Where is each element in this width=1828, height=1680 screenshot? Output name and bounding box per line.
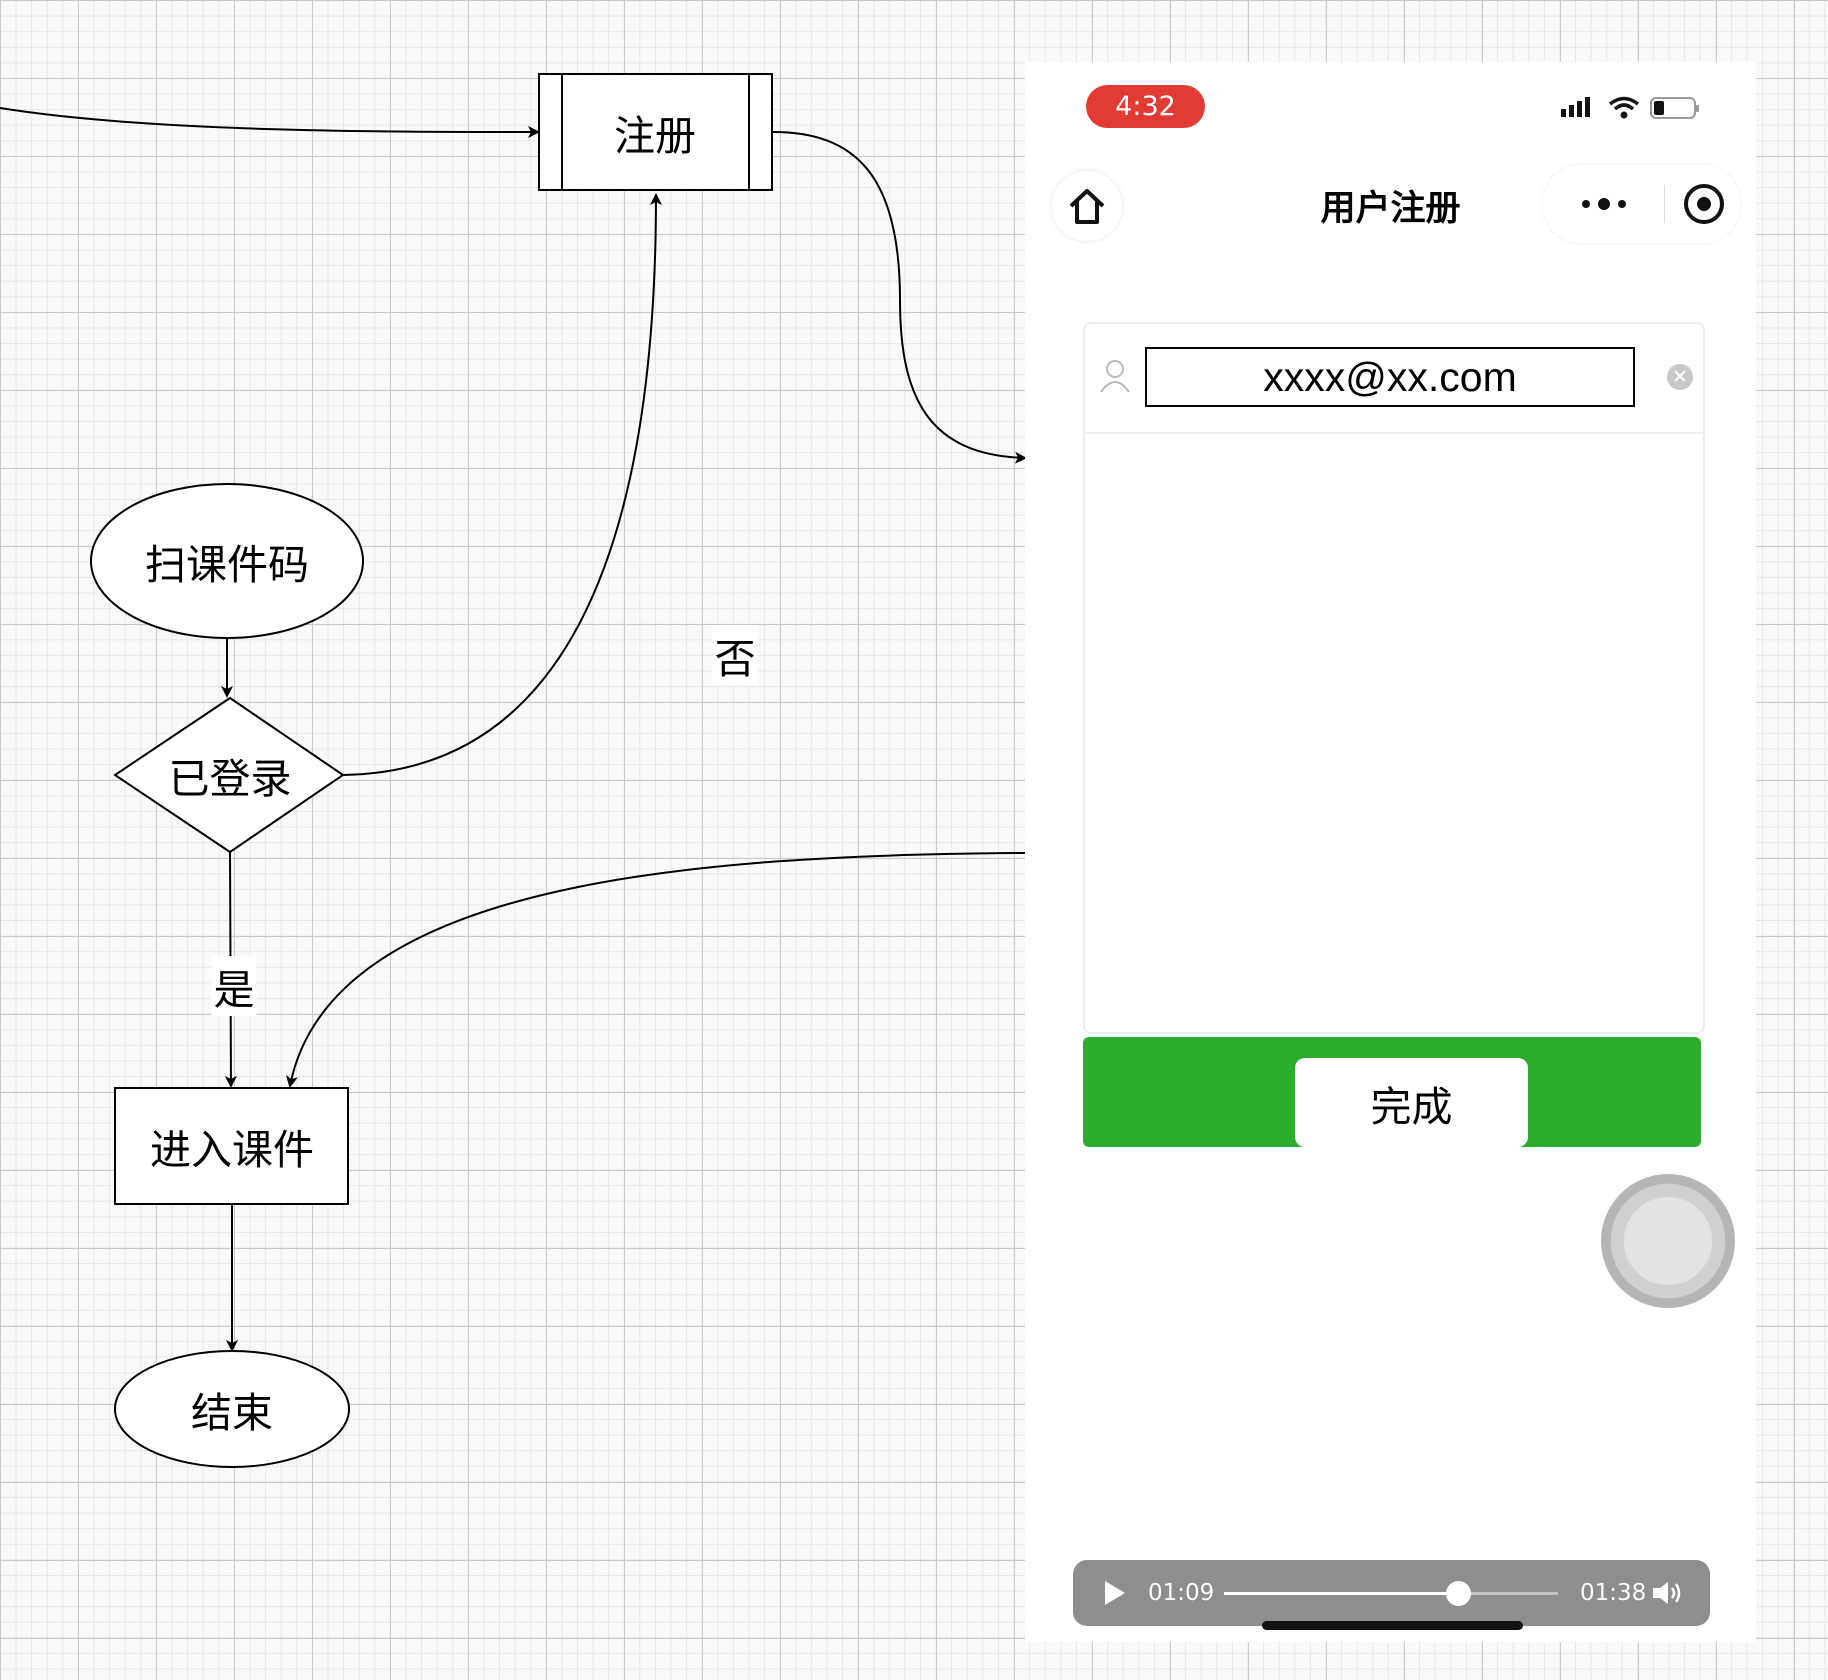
node-end-shape <box>114 1350 350 1468</box>
email-row: ✕ <box>1085 324 1703 434</box>
node-logged-in-label: 已登录 <box>168 755 292 803</box>
node-enter-label: 进入课件 <box>150 1126 314 1174</box>
home-indicator <box>1262 1621 1523 1630</box>
assistive-touch-button[interactable] <box>1601 1174 1735 1308</box>
video-controls: 01:09 01:38 <box>1073 1560 1710 1626</box>
home-button[interactable] <box>1052 171 1122 241</box>
submit-bar: 完成 <box>1083 1037 1701 1147</box>
edge-in-to-register <box>0 107 540 138</box>
volume-icon[interactable] <box>1651 1580 1683 1606</box>
video-current-time: 01:09 <box>1148 1580 1215 1606</box>
more-icon <box>1582 198 1626 210</box>
page-title: 用户注册 <box>1320 189 1461 229</box>
capsule-divider <box>1664 185 1665 223</box>
done-button[interactable]: 完成 <box>1295 1058 1528 1147</box>
node-enter-shape <box>114 1087 349 1205</box>
node-register-label: 注册 <box>614 112 696 160</box>
video-total-time: 01:38 <box>1580 1580 1647 1606</box>
edge-phone-to-enter <box>286 852 1026 1088</box>
battery-icon <box>1650 97 1699 119</box>
node-end-label: 结束 <box>191 1389 273 1437</box>
home-icon <box>1069 189 1105 224</box>
user-icon <box>1100 360 1130 393</box>
email-field[interactable] <box>1145 347 1635 407</box>
signal-icon <box>1561 97 1590 117</box>
edge-label-no: 否 <box>712 625 758 685</box>
play-icon[interactable] <box>1103 1580 1127 1606</box>
video-progress-thumb[interactable] <box>1445 1581 1471 1606</box>
edge-logged-in-to-register <box>342 193 662 776</box>
node-scan-shape <box>90 483 364 639</box>
status-icons <box>1559 95 1701 121</box>
node-logged-in-shape <box>113 696 345 854</box>
edge-label-yes: 是 <box>211 956 257 1016</box>
phone-screen: 4:32 用户注册 <box>1025 62 1756 1642</box>
node-register-shape <box>538 73 773 191</box>
video-progress-fill <box>1224 1592 1458 1595</box>
target-icon <box>1684 184 1724 224</box>
close-miniprogram-button[interactable] <box>1674 165 1734 243</box>
capsule-menu <box>1543 165 1740 243</box>
wifi-icon <box>1608 96 1640 119</box>
form-card: ✕ <box>1083 322 1705 1034</box>
more-button[interactable] <box>1568 165 1640 243</box>
edge-register-to-phone <box>772 131 1027 464</box>
clear-icon[interactable]: ✕ <box>1667 364 1693 390</box>
node-scan-label: 扫课件码 <box>145 541 309 589</box>
video-progress-track[interactable] <box>1224 1581 1558 1606</box>
status-time: 4:32 <box>1086 85 1205 128</box>
